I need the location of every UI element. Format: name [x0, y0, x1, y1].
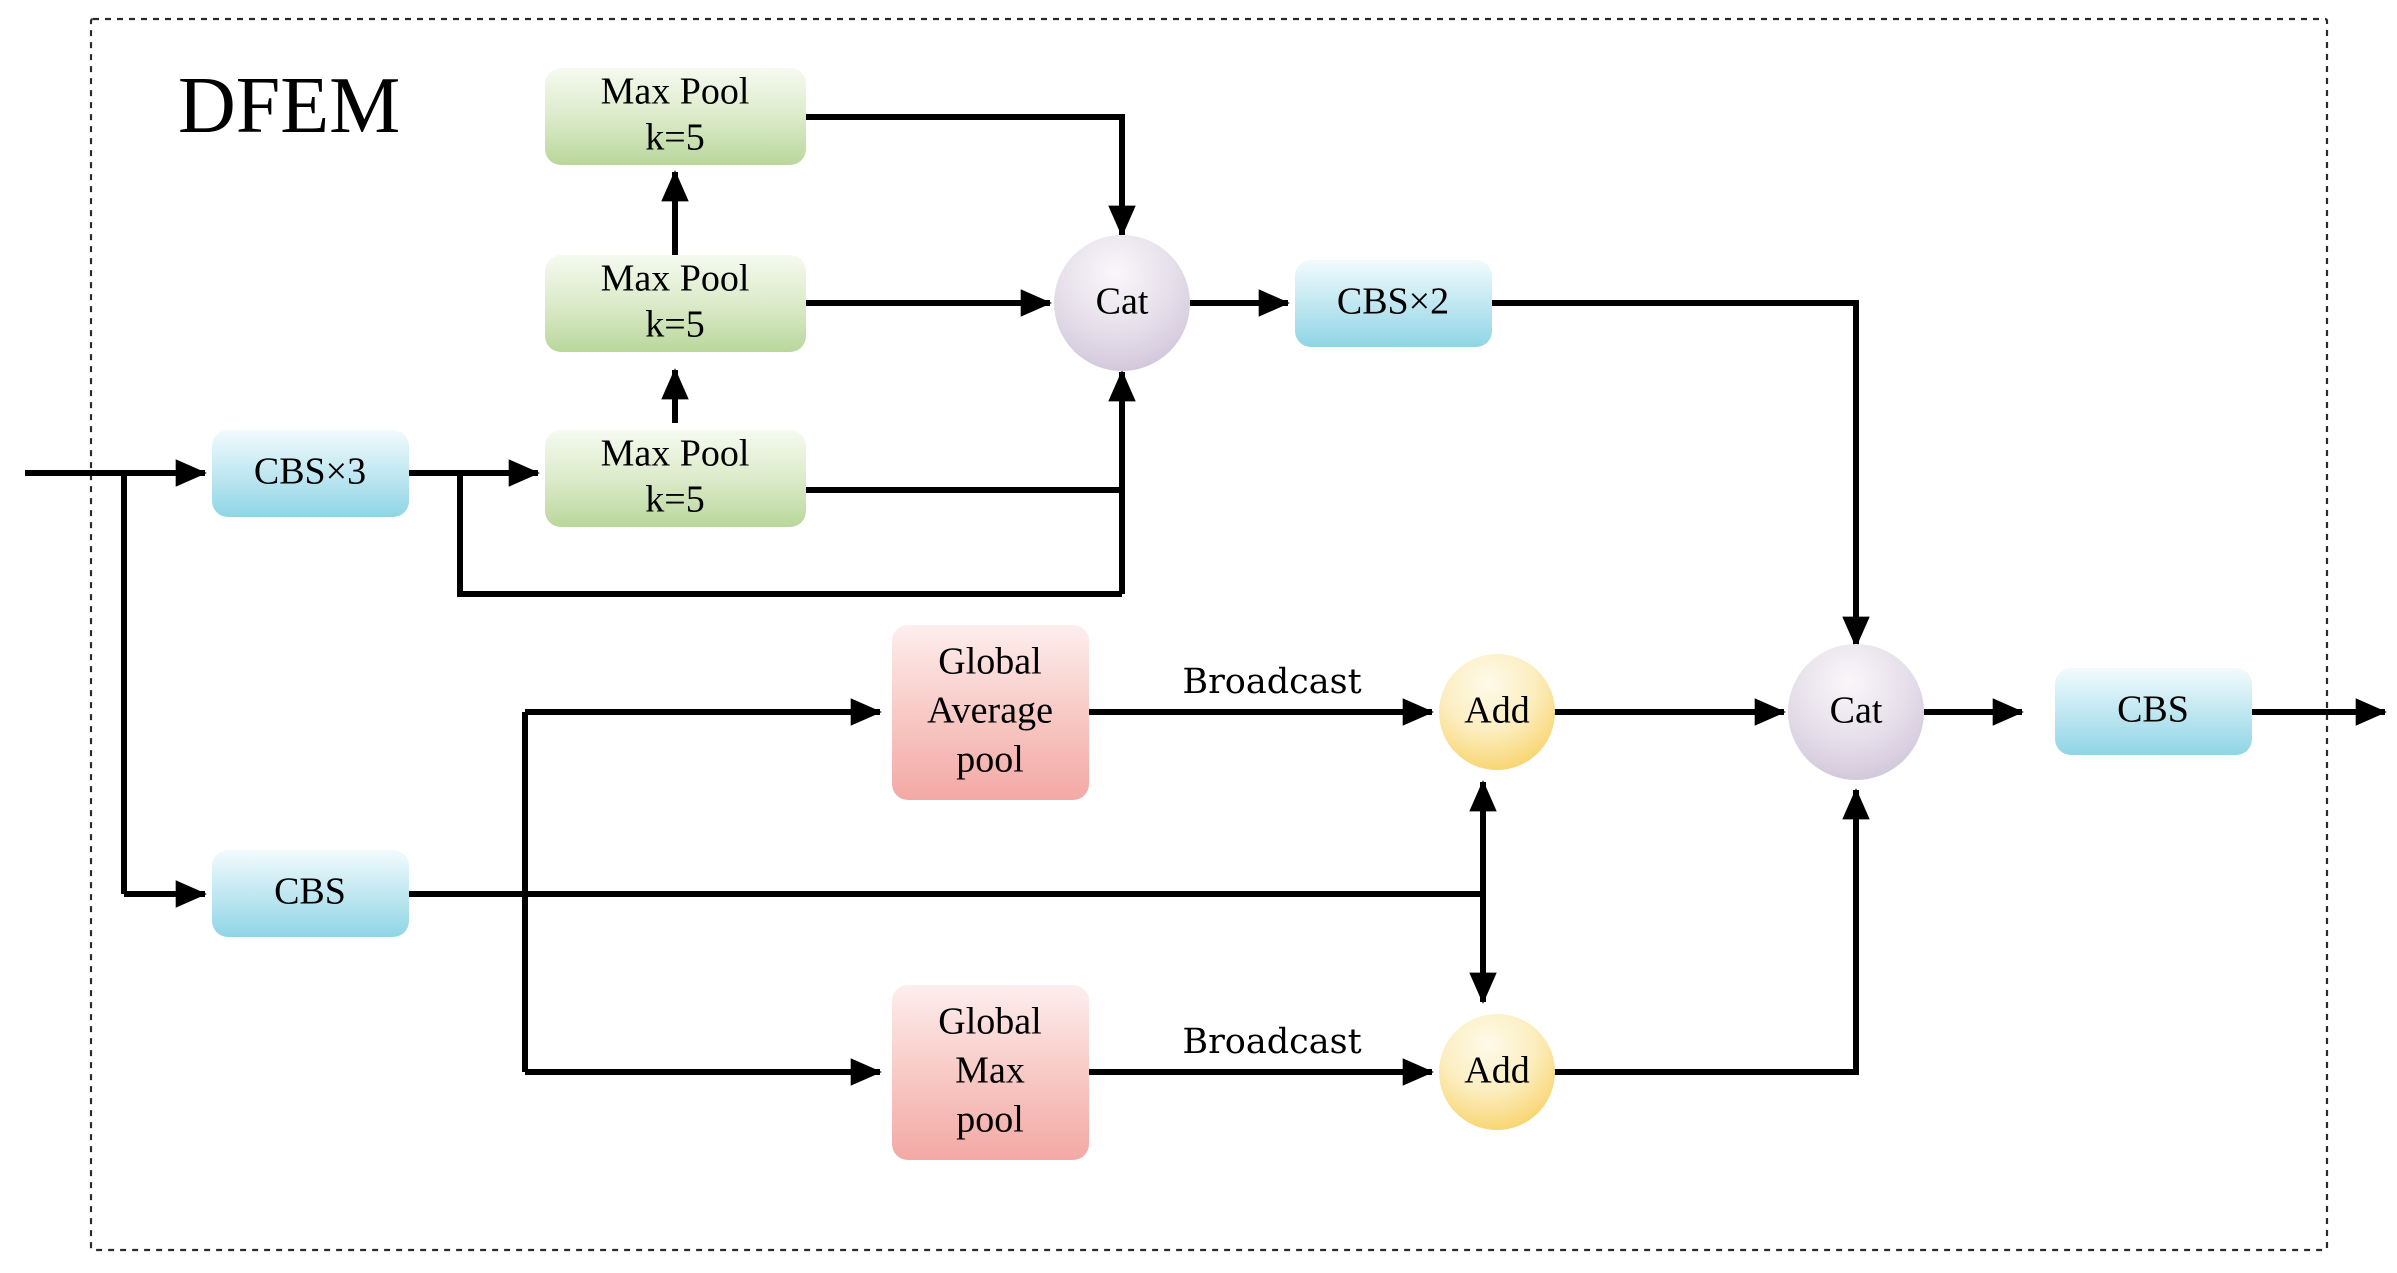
node-cbs-out[interactable]: CBS [2055, 668, 2252, 755]
maxpool-bottom-box[interactable] [545, 430, 806, 527]
cbs-x3-label: CBS×3 [254, 451, 366, 493]
node-global-max-pool[interactable]: Global Max pool [892, 985, 1089, 1160]
node-cbs-x2[interactable]: CBS×2 [1295, 260, 1492, 347]
wire-add-bottom-to-cat-right [1554, 788, 1870, 1075]
cbs-lower-box[interactable] [212, 850, 409, 937]
add-bottom-label: Add [1464, 1050, 1529, 1092]
broadcast-label-top: Broadcast [1182, 662, 1361, 702]
node-add-top[interactable]: Add [1439, 654, 1555, 770]
node-maxpool-bottom[interactable]: Max Pool k=5 [545, 430, 806, 527]
add-top-label: Add [1464, 690, 1529, 732]
cbs-lower-label: CBS [274, 871, 346, 913]
module-title: DFEM [178, 62, 400, 150]
cat-right-circle[interactable] [1788, 644, 1924, 780]
global-average-pool-label-line2: Average [927, 690, 1053, 732]
cbs-x2-box[interactable] [1295, 260, 1492, 347]
global-max-pool-box[interactable] [892, 985, 1089, 1160]
wire-group [25, 114, 2387, 1086]
wire-maxpool-top-to-cat [806, 114, 1136, 237]
cbs-x2-label: CBS×2 [1337, 281, 1449, 323]
maxpool-mid-label-line2: k=5 [645, 304, 704, 346]
broadcast-label-bottom: Broadcast [1182, 1022, 1361, 1062]
wire-cbsx2-to-cat-right [1492, 300, 1870, 648]
cat-right-label: Cat [1830, 690, 1883, 732]
cbs-x3-box[interactable] [212, 430, 409, 517]
node-cbs-x3[interactable]: CBS×3 [212, 430, 409, 517]
add-top-circle[interactable] [1439, 654, 1555, 770]
node-maxpool-top[interactable]: Max Pool k=5 [545, 68, 806, 165]
global-average-pool-box[interactable] [892, 625, 1089, 800]
maxpool-top-box[interactable] [545, 68, 806, 165]
cat-top-label: Cat [1096, 281, 1149, 323]
node-cat-top[interactable]: Cat [1054, 235, 1190, 371]
node-add-bottom[interactable]: Add [1439, 1014, 1555, 1130]
wire-cbsx3-skip-to-cat [457, 473, 1122, 597]
global-average-pool-label-line3: pool [956, 739, 1024, 781]
maxpool-top-label-line1: Max Pool [601, 71, 750, 113]
cbs-out-label: CBS [2117, 689, 2189, 731]
global-max-pool-label-line3: pool [956, 1099, 1024, 1141]
node-cat-right[interactable]: Cat [1788, 644, 1924, 780]
maxpool-bottom-label-line1: Max Pool [601, 433, 750, 475]
maxpool-top-label-line2: k=5 [645, 117, 704, 159]
add-bottom-circle[interactable] [1439, 1014, 1555, 1130]
maxpool-bottom-label-line2: k=5 [645, 479, 704, 521]
node-cbs-lower[interactable]: CBS [212, 850, 409, 937]
cbs-out-box[interactable] [2055, 668, 2252, 755]
cat-top-circle[interactable] [1054, 235, 1190, 371]
maxpool-mid-box[interactable] [545, 255, 806, 352]
node-maxpool-mid[interactable]: Max Pool k=5 [545, 255, 806, 352]
module-border [89, 17, 2329, 1252]
maxpool-mid-label-line1: Max Pool [601, 258, 750, 300]
global-max-pool-label-line2: Max [955, 1050, 1025, 1092]
global-max-pool-label-line1: Global [938, 1001, 1041, 1043]
global-average-pool-label-line1: Global [938, 641, 1041, 683]
node-global-average-pool[interactable]: Global Average pool [892, 625, 1089, 800]
